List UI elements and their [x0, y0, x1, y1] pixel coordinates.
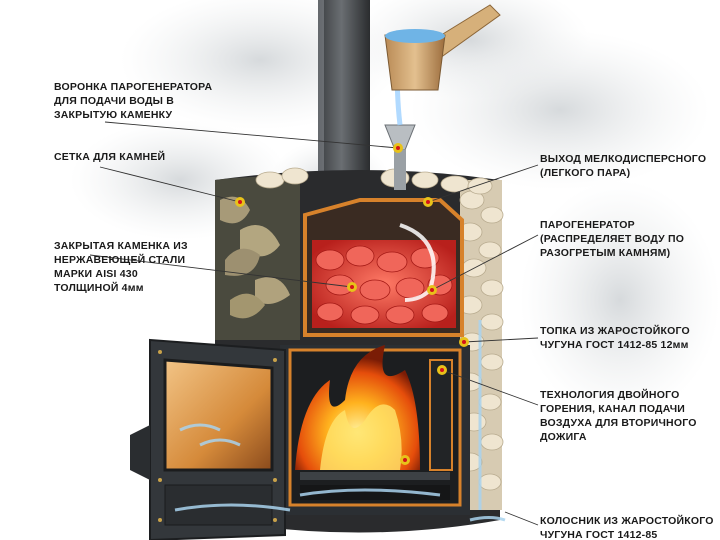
label-funnel-line-3: ЗАКРЫТУЮ КАМЕНКУ: [54, 109, 173, 121]
marker-funnel: [393, 143, 403, 153]
label-steam-generator-line-2: (РАСПРЕДЕЛЯЕТ ВОДУ ПО: [540, 233, 685, 245]
steam-funnel: [384, 124, 416, 190]
label-steam-generator: ПАРОГЕНЕРАТОР (РАСПРЕДЕЛЯЕТ ВОДУ ПО РАЗО…: [540, 218, 684, 260]
secondary-air-channel: [429, 359, 453, 471]
water-ladle: [384, 4, 501, 91]
label-closed-heater: ЗАКРЫТАЯ КАМЕНКА ИЗ НЕРЖАВЕЮЩЕЙ СТАЛИ МА…: [54, 239, 188, 295]
grate-bars: [300, 472, 450, 480]
label-firebox-line-2: ЧУГУНА ГОСТ 1412-85 12мм: [540, 339, 689, 351]
marker-steam-outlet: [423, 197, 433, 207]
marker-firebox: [459, 337, 469, 347]
label-steam-outlet-line-1: ВЫХОД МЕЛКОДИСПЕРСНОГО: [540, 153, 707, 165]
label-grate-line-2: ЧУГУНА ГОСТ 1412-85: [540, 529, 658, 540]
marker-closed-heater: [347, 282, 357, 292]
label-double-burning-line-1: ТЕХНОЛОГИЯ ДВОЙНОГО: [540, 389, 680, 401]
label-double-burning-line-3: ВОЗДУХА ДЛЯ ВТОРИЧНОГО: [540, 417, 697, 429]
label-closed-heater-line-4: ТОЛЩИНОЙ 4мм: [54, 282, 144, 294]
marker-grate: [400, 455, 410, 465]
label-funnel-line-2: ДЛЯ ПОДАЧИ ВОДЫ В: [54, 95, 175, 107]
label-double-burning: ТЕХНОЛОГИЯ ДВОЙНОГО ГОРЕНИЯ, КАНАЛ ПОДАЧ…: [540, 388, 697, 444]
steam-clouds: [70, 0, 720, 420]
label-double-burning-line-4: ДОЖИГА: [540, 431, 587, 443]
label-steam-outlet: ВЫХОД МЕЛКОДИСПЕРСНОГО (ЛЕГКОГО ПАРА): [540, 152, 706, 180]
marker-mesh: [235, 197, 245, 207]
heated-stones: [312, 240, 456, 328]
label-steam-outlet-line-2: (ЛЕГКОГО ПАРА): [540, 167, 631, 179]
label-closed-heater-line-1: ЗАКРЫТАЯ КАМЕНКА ИЗ: [54, 240, 188, 252]
label-steam-generator-line-1: ПАРОГЕНЕРАТОР: [540, 219, 635, 231]
label-firebox-line-1: ТОПКА ИЗ ЖАРОСТОЙКОГО: [540, 325, 690, 337]
firebox-door: [130, 338, 286, 540]
label-mesh: СЕТКА ДЛЯ КАМНЕЙ: [54, 150, 165, 164]
label-grate: КОЛОСНИК ИЗ ЖАРОСТОЙКОГО ЧУГУНА ГОСТ 141…: [540, 514, 714, 540]
label-steam-generator-line-3: РАЗОГРЕТЫМ КАМНЯМ): [540, 247, 671, 259]
label-funnel: ВОРОНКА ПАРОГЕНЕРАТОРА ДЛЯ ПОДАЧИ ВОДЫ В…: [54, 80, 212, 122]
label-closed-heater-line-3: МАРКИ AISI 430: [54, 268, 138, 280]
label-funnel-line-1: ВОРОНКА ПАРОГЕНЕРАТОРА: [54, 81, 213, 93]
label-double-burning-line-2: ГОРЕНИЯ, КАНАЛ ПОДАЧИ: [540, 403, 686, 415]
label-grate-line-1: КОЛОСНИК ИЗ ЖАРОСТОЙКОГО: [540, 515, 714, 527]
callout-markers: [235, 143, 469, 465]
marker-double-burning: [437, 365, 447, 375]
fire-flames: [295, 345, 420, 470]
label-closed-heater-line-2: НЕРЖАВЕЮЩЕЙ СТАЛИ: [54, 254, 186, 266]
label-firebox: ТОПКА ИЗ ЖАРОСТОЙКОГО ЧУГУНА ГОСТ 1412-8…: [540, 324, 690, 352]
stone-mesh-panel: [215, 176, 300, 340]
marker-steam-generator: [427, 285, 437, 295]
leader-lines: [89, 121, 539, 526]
airflow-arrows: [174, 320, 506, 522]
label-mesh-line-1: СЕТКА ДЛЯ КАМНЕЙ: [54, 151, 166, 163]
